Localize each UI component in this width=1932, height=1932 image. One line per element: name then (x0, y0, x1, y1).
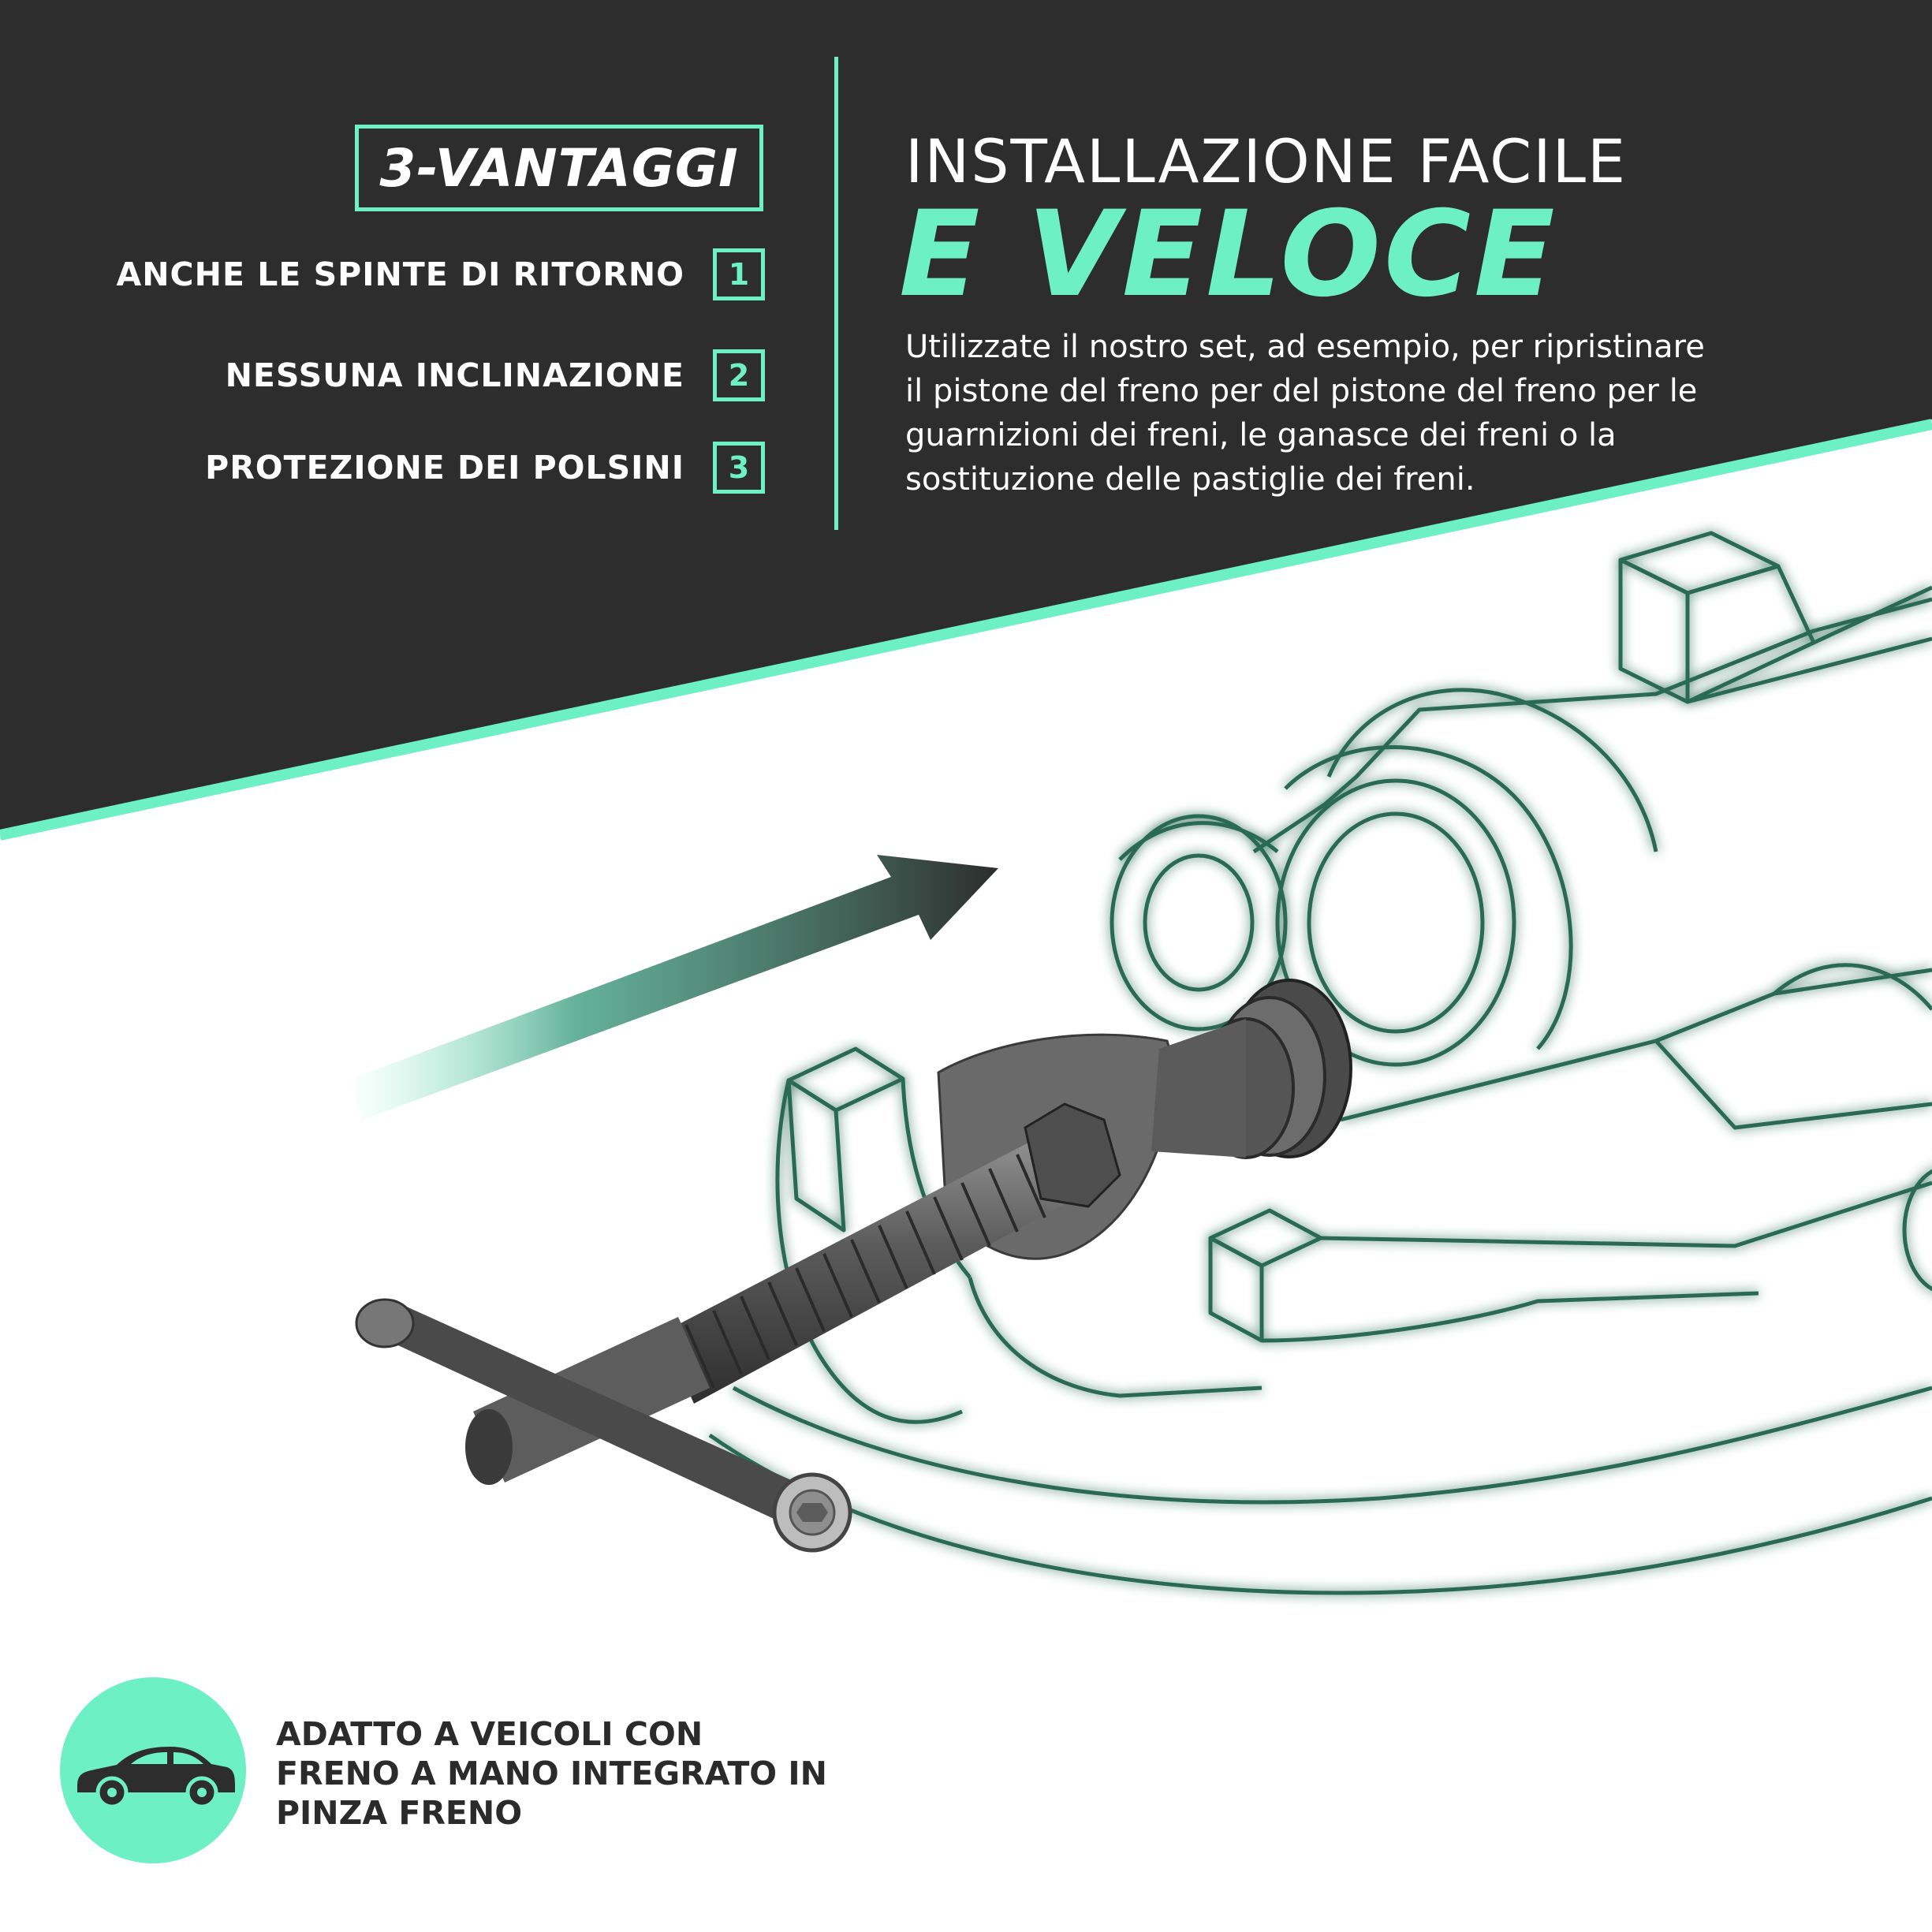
accent-diagonal (0, 419, 1932, 841)
advantage-number: 1 (713, 248, 765, 300)
brake-caliper-outline (708, 531, 1932, 1595)
advantages-badge: 3-VANTAGGI (355, 125, 763, 211)
description-line: il pistone del freno per del pistone del… (905, 373, 1698, 409)
description-line: Utilizzate il nostro set, ad esempio, pe… (905, 329, 1705, 365)
car-icon (77, 1747, 235, 1809)
advantage-item-2: NESSUNA INCLINAZIONE 2 (79, 347, 765, 404)
advantages-badge-label: 3-VANTAGGI (379, 137, 739, 199)
compatibility-line: PINZA FRENO (276, 1794, 523, 1832)
headline-line-1: INSTALLAZIONE FACILE (905, 126, 1628, 196)
description-line: sostituzione delle pastiglie dei freni. (905, 461, 1475, 498)
advantage-label: NESSUNA INCLINAZIONE (225, 356, 684, 394)
compatibility-line: FRENO A MANO INTEGRATO IN (276, 1755, 827, 1792)
headline-line-2: E VELOCE (899, 186, 1558, 323)
compatibility-text: ADATTO A VEICOLI CON FRENO A MANO INTEGR… (276, 1714, 827, 1833)
description: Utilizzate il nostro set, ad esempio, pe… (905, 325, 1788, 502)
advantage-number: 3 (713, 442, 765, 494)
advantage-number: 2 (713, 349, 765, 401)
direction-arrow-icon (347, 855, 998, 1120)
advantage-label: ANCHE LE SPINTE DI RITORNO (116, 255, 684, 293)
car-badge (60, 1677, 246, 1863)
advantage-item-1: ANCHE LE SPINTE DI RITORNO 1 (79, 246, 765, 303)
piston-rewind-tool (355, 979, 1352, 1553)
advantage-item-3: PROTEZIONE DEI POLSINI 3 (79, 439, 765, 496)
vertical-divider (834, 57, 838, 530)
advantage-label: PROTEZIONE DEI POLSINI (205, 449, 684, 487)
compatibility-line: ADATTO A VEICOLI CON (276, 1715, 703, 1753)
description-line: guarnizioni dei freni, le ganasce dei fr… (905, 417, 1617, 453)
